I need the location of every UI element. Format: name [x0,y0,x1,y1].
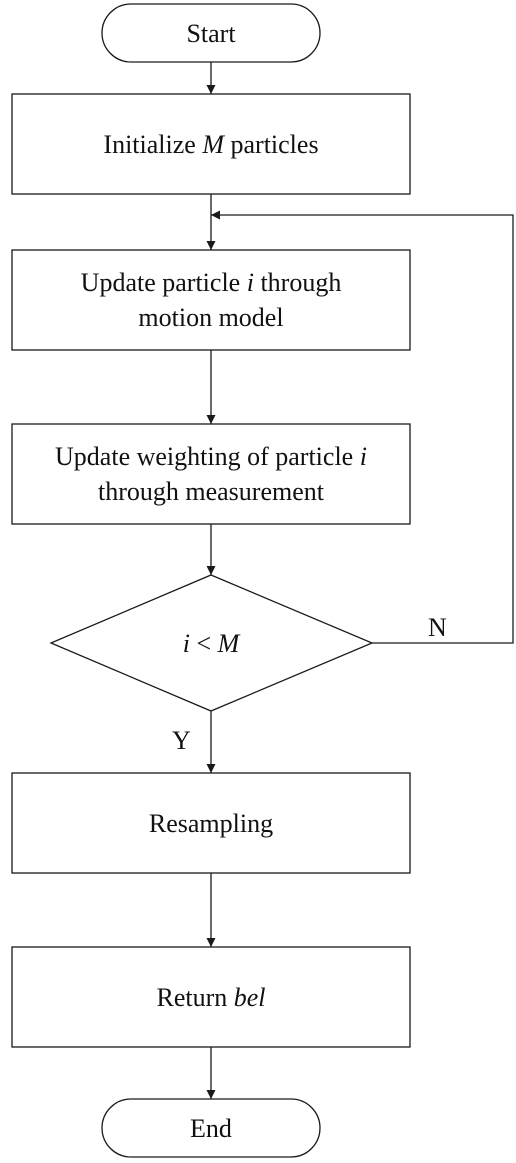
decision-label: i < M [182,628,240,658]
initialize-label: Initialize M particles [103,129,319,159]
no-branch-label: N [428,613,447,642]
start-label: Start [186,18,236,48]
initialize-process-shape [11,93,411,195]
loop-back-arrow [211,210,514,644]
resampling-label: Resampling [148,808,274,838]
yes-branch-label: Y [172,726,191,755]
return-label: Return bel [156,982,266,1012]
end-label: End [190,1113,232,1143]
update-weight-process-shape [11,423,411,525]
